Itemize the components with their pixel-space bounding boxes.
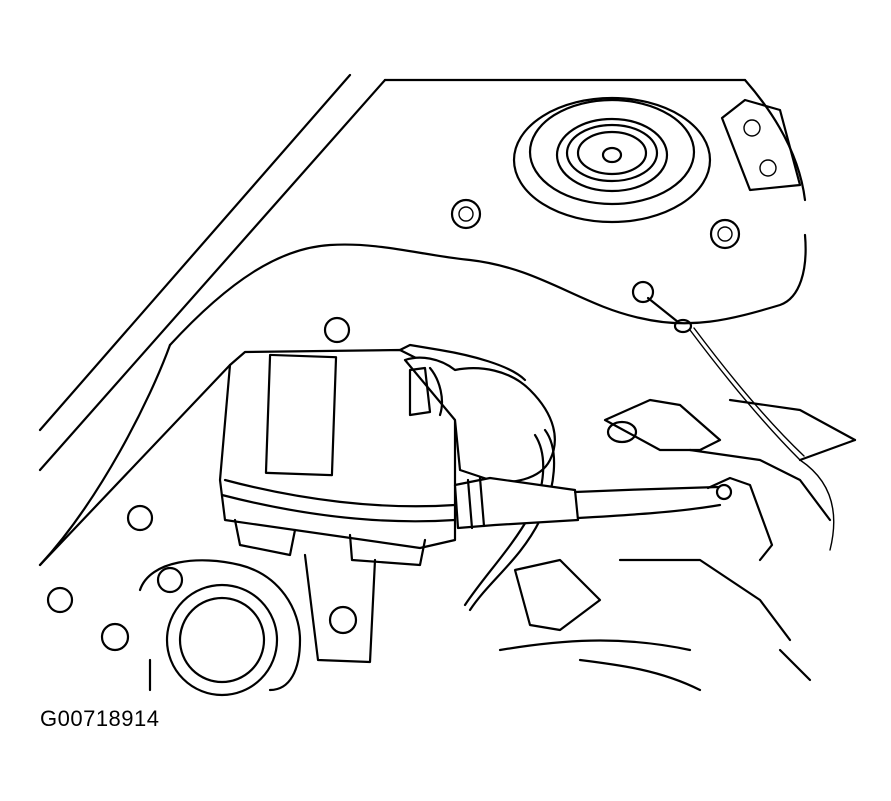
strut-tower — [38, 233, 807, 567]
cable-connector — [453, 476, 722, 530]
frame-lines — [38, 73, 807, 567]
engine-parts — [498, 398, 857, 692]
strut-mount — [512, 96, 712, 224]
ground-wire — [646, 296, 857, 551]
pulley — [138, 559, 302, 697]
cable-bracket — [603, 398, 774, 562]
control-module — [218, 343, 527, 567]
figure-id-label: G00718914 — [40, 706, 160, 731]
mounting-bracket — [720, 98, 802, 192]
bolts — [46, 198, 741, 652]
lower-bracket — [303, 553, 377, 664]
